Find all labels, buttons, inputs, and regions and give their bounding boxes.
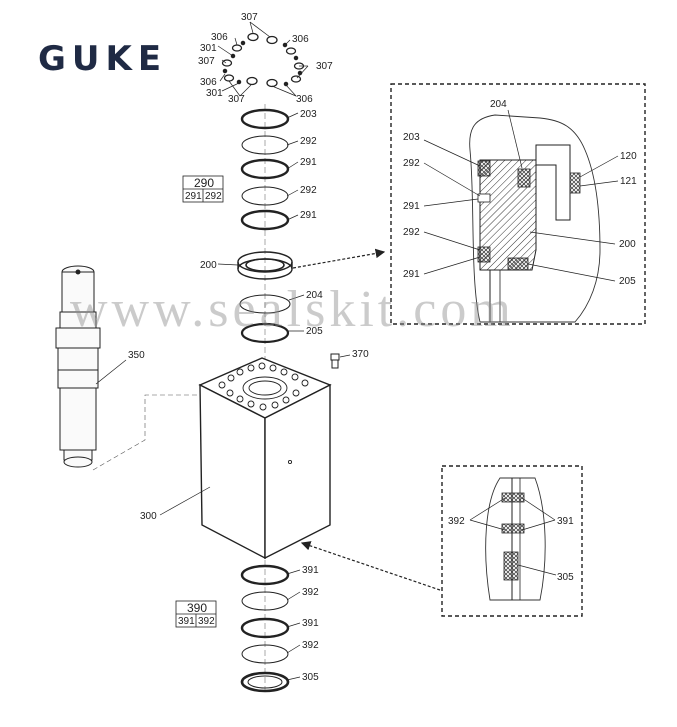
callout-300: 300	[140, 511, 157, 522]
shaft-350	[55, 265, 101, 468]
callout-306-d: 306	[296, 94, 313, 105]
kit-box-290: 290 291 292	[182, 175, 224, 203]
detail-label-291-b: 291	[403, 269, 420, 280]
kit-390-part-a: 391	[178, 616, 195, 627]
callout-392-a: 392	[302, 587, 319, 598]
seal-ring-291-a	[240, 158, 290, 180]
detail-label-305: 305	[557, 572, 574, 583]
detail-label-205: 205	[619, 276, 636, 287]
housing-block-300	[198, 357, 332, 560]
ring-205	[240, 322, 290, 344]
seal-ring-391-a	[240, 564, 290, 586]
detail-upper-leaders	[423, 109, 619, 282]
detail-label-200: 200	[619, 239, 636, 250]
gland-200	[237, 251, 293, 280]
shaft-alignment-dashes	[92, 394, 212, 471]
callout-307-left: 307	[198, 56, 215, 67]
ring-204	[239, 294, 291, 314]
kit-390-number: 390	[187, 601, 207, 615]
callout-306-b: 306	[292, 34, 309, 45]
small-ring-leader-lines	[217, 21, 309, 97]
callout-350: 350	[128, 350, 145, 361]
brand-logo: GUKE	[38, 39, 168, 79]
detail-label-203: 203	[403, 132, 420, 143]
detail-label-204: 204	[490, 99, 507, 110]
seal-ring-392-b	[241, 644, 289, 664]
seal-ring-392-a	[241, 591, 289, 611]
callout-305: 305	[302, 672, 319, 683]
kit-box-390: 390 391 392	[175, 600, 217, 628]
detail-label-120: 120	[620, 151, 637, 162]
callout-292-b: 292	[300, 185, 317, 196]
lower-stack-leaders	[286, 569, 301, 681]
pin-370	[330, 353, 340, 369]
callout-306-a: 306	[211, 32, 228, 43]
callout-200: 200	[200, 260, 217, 271]
callout-391-a: 391	[302, 565, 319, 576]
detail-label-392: 392	[448, 516, 465, 527]
kit-290-part-b: 292	[205, 191, 222, 202]
callout-301-b: 301	[206, 88, 223, 99]
kit-390-part-b: 392	[198, 616, 215, 627]
callout-204: 204	[306, 290, 323, 301]
detail-lower-leaders	[469, 497, 557, 576]
callout-291-a: 291	[300, 157, 317, 168]
callout-306-c: 306	[200, 77, 217, 88]
callout-391-b: 391	[302, 618, 319, 629]
callout-370: 370	[352, 349, 369, 360]
watermark-text: www.sealskit.com	[70, 281, 515, 338]
housing-port-holes	[218, 362, 309, 465]
seal-305	[240, 671, 290, 693]
kit-290-part-a: 291	[185, 191, 202, 202]
callout-301-a: 301	[200, 43, 217, 54]
kit-290-number: 290	[194, 176, 214, 190]
seal-ring-391-b	[240, 617, 290, 639]
callout-307-bottom: 307	[228, 94, 245, 105]
detail-label-292-a: 292	[403, 158, 420, 169]
detail-arrow-upper	[292, 248, 386, 269]
detail-arrow-lower	[300, 541, 441, 591]
callout-205: 205	[306, 326, 323, 337]
seal-ring-291-b	[240, 209, 290, 231]
seal-ring-292-b	[241, 186, 289, 206]
callout-392-b: 392	[302, 640, 319, 651]
detail-view-lower	[441, 465, 583, 617]
callout-307-top: 307	[241, 12, 258, 23]
detail-label-391: 391	[557, 516, 574, 527]
backup-ring-203	[240, 108, 290, 130]
callout-203: 203	[300, 109, 317, 120]
detail-label-292-b: 292	[403, 227, 420, 238]
lower-seal-stack	[240, 564, 290, 693]
callout-307-right: 307	[316, 61, 333, 72]
callout-291-b: 291	[300, 210, 317, 221]
upper-stack-leaders	[286, 112, 299, 221]
detail-view-upper	[390, 83, 646, 325]
detail-label-291-a: 291	[403, 201, 420, 212]
detail-label-121: 121	[620, 176, 637, 187]
upper-seal-stack	[240, 108, 290, 231]
callout-292-a: 292	[300, 136, 317, 147]
